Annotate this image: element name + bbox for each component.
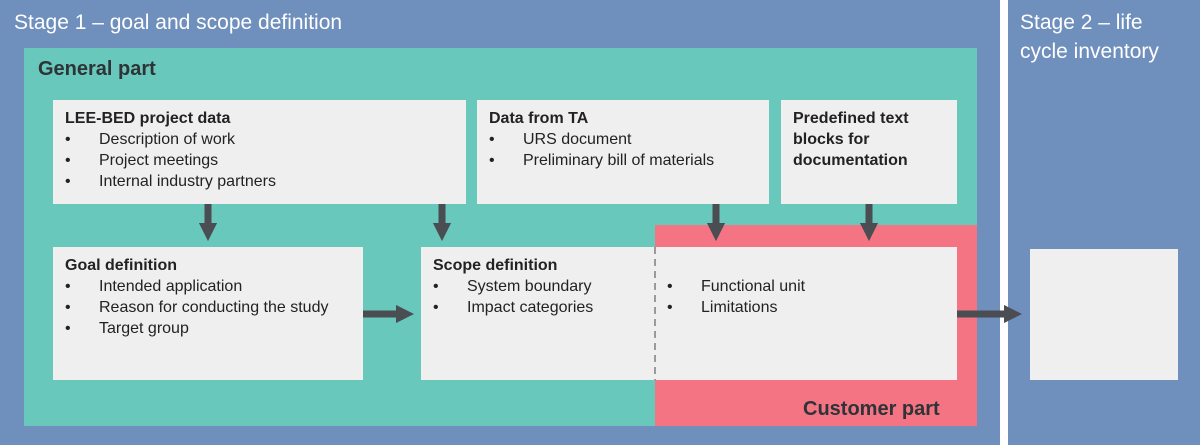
- scope-definition-title: Scope definition: [433, 257, 558, 274]
- goal-definition-box: Goal definition Intended application Rea…: [53, 247, 363, 380]
- ta-data-box: Data from TA URS document Preliminary bi…: [477, 100, 769, 204]
- list-item: System boundary: [433, 276, 643, 297]
- list-item: Limitations: [667, 297, 945, 318]
- stage2-inventory-box: [1030, 249, 1178, 380]
- ta-data-title: Data from TA: [489, 110, 589, 127]
- list-item: Description of work: [65, 129, 454, 150]
- list-item: URS document: [489, 129, 757, 150]
- stage2-title: Stage 2 – life cycle inventory: [1020, 11, 1159, 63]
- list-item: Reason for conducting the study: [65, 297, 351, 318]
- scope-definition-list: System boundary Impact categories: [433, 276, 643, 318]
- scope-customer-list: Functional unit Limitations: [667, 276, 945, 318]
- list-item: Project meetings: [65, 150, 454, 171]
- goal-definition-list: Intended application Reason for conducti…: [65, 276, 351, 339]
- scope-customer-box: Functional unit Limitations: [655, 247, 957, 380]
- scope-definition-box: Scope definition System boundary Impact …: [421, 247, 655, 380]
- predefined-text-box: Predefined text blocks for documentation: [781, 100, 957, 204]
- predefined-text-title: Predefined text blocks for documentation: [793, 110, 909, 169]
- list-item: Target group: [65, 318, 351, 339]
- list-item: Impact categories: [433, 297, 643, 318]
- project-data-box: LEE-BED project data Description of work…: [53, 100, 466, 204]
- project-data-title: LEE-BED project data: [65, 110, 231, 127]
- ta-data-list: URS document Preliminary bill of materia…: [489, 129, 757, 171]
- stage1-title: Stage 1 – goal and scope definition: [14, 11, 343, 34]
- list-item: Intended application: [65, 276, 351, 297]
- list-item: Preliminary bill of materials: [489, 150, 757, 171]
- general-part-label: General part: [38, 58, 156, 80]
- list-item: Functional unit: [667, 276, 945, 297]
- customer-part-label: Customer part: [803, 398, 940, 420]
- project-data-list: Description of work Project meetings Int…: [65, 129, 454, 192]
- list-item: Internal industry partners: [65, 171, 454, 192]
- goal-definition-title: Goal definition: [65, 257, 177, 274]
